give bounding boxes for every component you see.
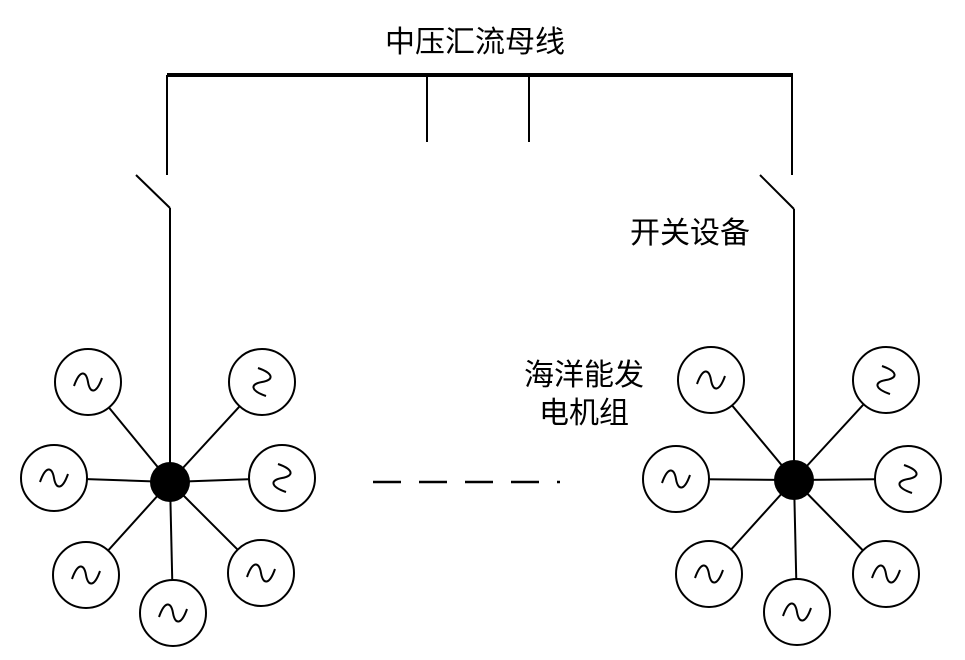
ac-wave-icon [272,463,292,493]
right-switch-blade [759,174,795,210]
bus-label: 中压汇流母线 [385,25,565,60]
generator-symbol [763,578,831,646]
collection-node [150,462,190,502]
ac-wave-icon [73,372,103,392]
generator-label-line2: 电机组 [539,396,629,431]
ac-wave-icon [158,603,188,623]
ac-wave-icon [39,468,69,488]
cluster-right [642,346,942,646]
generator-symbol [852,346,920,414]
generator-symbol [52,541,120,609]
generator-symbol [642,445,710,513]
ac-wave-icon [898,464,918,494]
ac-wave-icon [876,365,896,395]
switchgear-label: 开关设备 [630,216,750,251]
generator-symbol [852,540,920,608]
ac-wave-icon [694,564,724,584]
ac-wave-icon [782,602,812,622]
generator-symbol [675,540,743,608]
generator-label-line1: 海洋能发 [524,358,644,393]
generator-symbol [874,445,942,513]
collection-node [774,460,814,500]
generator-symbol [227,539,295,607]
ac-wave-icon [661,469,691,489]
generator-symbol [54,348,122,416]
ac-wave-icon [71,565,101,585]
generator-symbol [20,444,88,512]
left-switch-blade [135,174,171,209]
ac-wave-icon [871,564,901,584]
generator-symbol [677,346,745,414]
generator-symbol [248,444,316,512]
ac-wave-icon [252,367,272,397]
generator-symbol [228,348,296,416]
ac-wave-icon [246,563,276,583]
generator-symbol [139,579,207,647]
ac-wave-icon [696,370,726,390]
cluster-left [20,348,316,647]
